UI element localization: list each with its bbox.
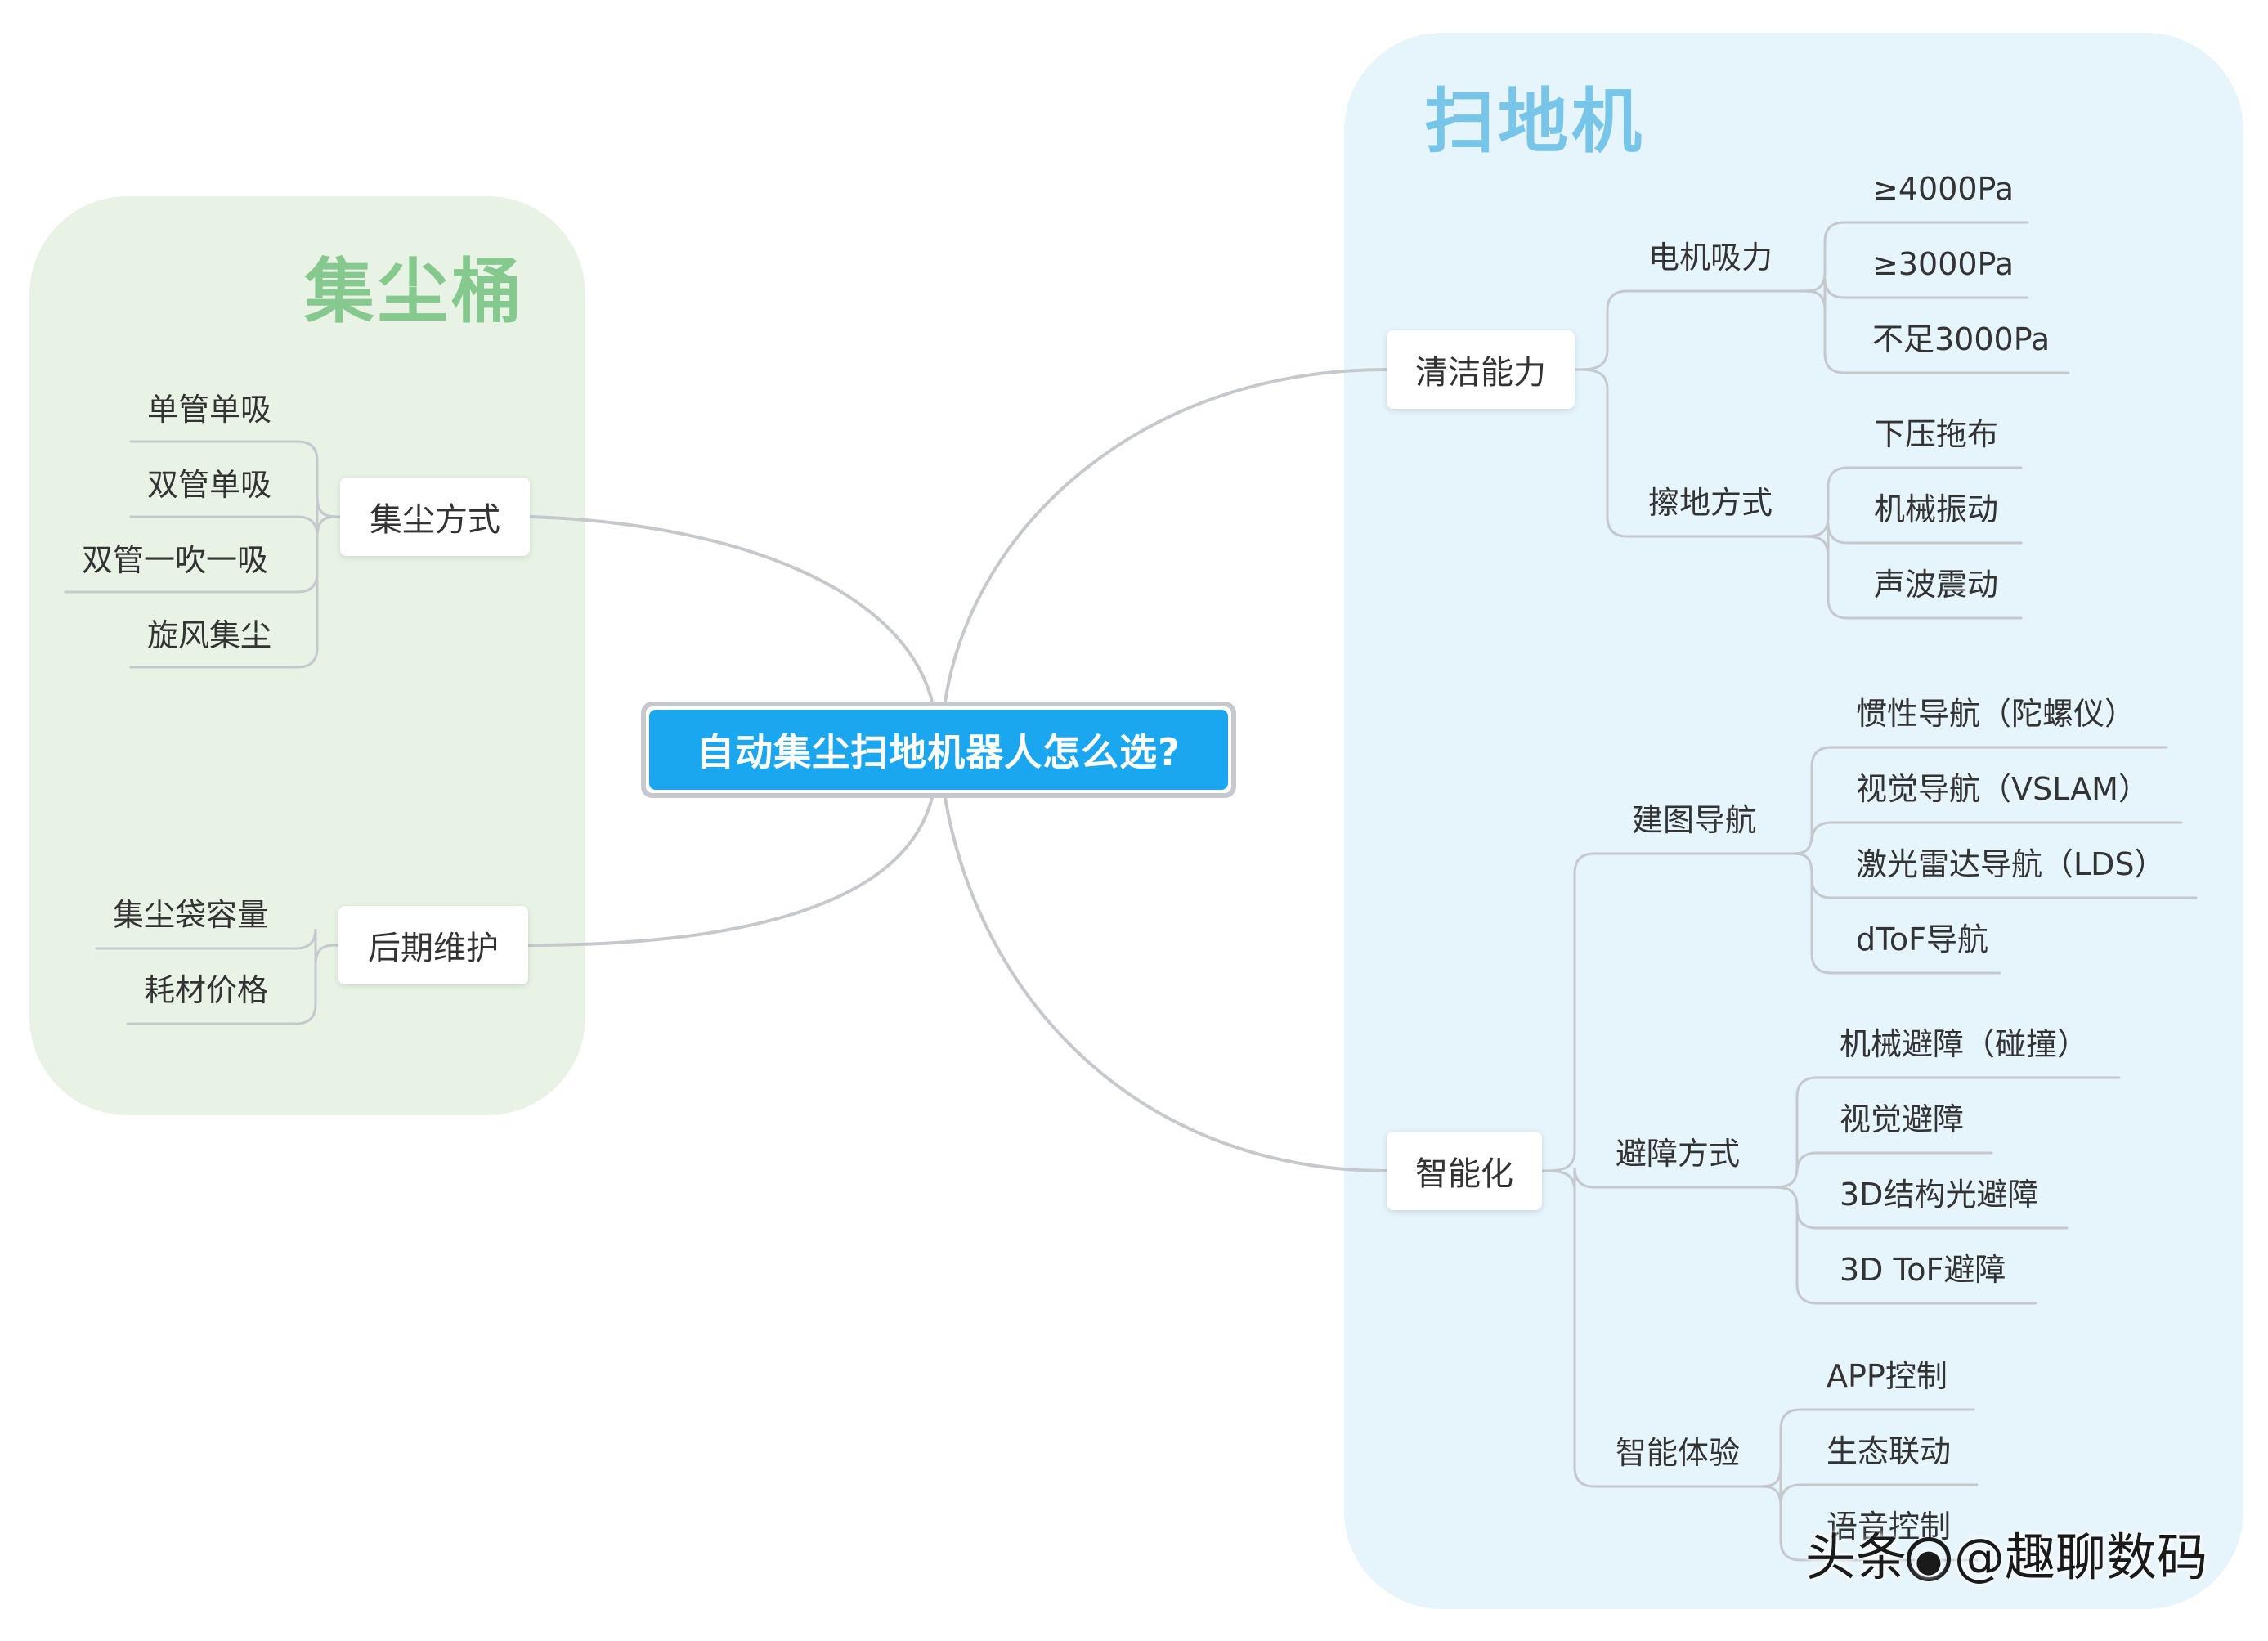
leaf-sonic-vibration[interactable]: 声波震动 <box>1874 567 1999 603</box>
link-motor-leaf-1 <box>1800 277 2029 312</box>
leaf-cyclone-dust[interactable]: 旋风集尘 <box>147 617 272 653</box>
link-mopping-leaf-1 <box>1800 522 2023 557</box>
link-navigation-leaf-1 <box>1789 821 2183 855</box>
branch-cleaning-ability[interactable]: 清洁能力 <box>1387 330 1575 409</box>
link-central-intelligence <box>944 796 1388 1172</box>
leaf-4000pa[interactable]: ≥4000Pa <box>1872 171 2015 207</box>
leaf-tof-avoidance[interactable]: 3D ToF避障 <box>1840 1252 2006 1288</box>
leaf-mechanical-vibration[interactable]: 机械振动 <box>1874 491 1999 527</box>
link-mopping-leaf-0 <box>1800 466 2023 538</box>
link-intelligence-sub-2 <box>1540 1169 1759 1488</box>
leaf-structured-light-avoidance[interactable]: 3D结构光避障 <box>1840 1177 2039 1213</box>
leaf-inertial-navigation[interactable]: 惯性导航（陀螺仪） <box>1856 696 2136 732</box>
sub-motor-suction[interactable]: 电机吸力 <box>1648 240 1773 276</box>
leaf-dual-tube-single-suction[interactable]: 双管单吸 <box>147 467 272 503</box>
link-mopping-leaf-2 <box>1800 535 2023 620</box>
leaf-visual-avoidance[interactable]: 视觉避障 <box>1840 1101 1965 1137</box>
branch-intelligence-label: 智能化 <box>1415 1155 1513 1193</box>
sub-mopping-method[interactable]: 擦地方式 <box>1648 485 1773 521</box>
link-experience-leaf-1 <box>1756 1466 1979 1505</box>
sub-mapping-navigation[interactable]: 建图导航 <box>1632 802 1757 838</box>
branch-dust-method-label: 集尘方式 <box>370 501 500 539</box>
link-experience-leaf-2 <box>1756 1485 1979 1562</box>
link-motor-leaf-0 <box>1800 221 2029 293</box>
sub-smart-experience[interactable]: 智能体验 <box>1616 1435 1741 1471</box>
leaf-ecosystem-linkage[interactable]: 生态联动 <box>1827 1433 1952 1469</box>
watermark-handle: @趣聊数码 <box>1954 1527 2208 1587</box>
leaf-voice-control[interactable]: 语音控制 <box>1827 1509 1952 1545</box>
leaf-app-control[interactable]: APP控制 <box>1827 1358 1948 1394</box>
leaf-visual-navigation[interactable]: 视觉导航（VSLAM） <box>1856 771 2149 807</box>
leaf-dtof-navigation[interactable]: dToF导航 <box>1856 921 1988 957</box>
link-cleaning-sub-1 <box>1573 368 1804 538</box>
leaf-lidar-navigation[interactable]: 激光雷达导航（LDS） <box>1856 846 2166 882</box>
robot-boundary <box>1344 33 2243 1609</box>
link-intelligence-sub-0 <box>1540 852 1792 1172</box>
leaf-consumable-price[interactable]: 耗材价格 <box>144 972 269 1008</box>
leaf-dual-tube-blow-suction[interactable]: 双管一吹一吸 <box>82 542 269 578</box>
leaf-single-tube-single-suction[interactable]: 单管单吸 <box>147 392 272 428</box>
link-dust-method-leaf-3 <box>129 515 342 669</box>
sub-obstacle-avoidance[interactable]: 避障方式 <box>1616 1136 1741 1172</box>
link-avoidance-leaf-3 <box>1769 1186 2037 1305</box>
central-topic-fill <box>649 710 1228 790</box>
link-navigation-leaf-3 <box>1789 852 2001 975</box>
camera-icon: ● <box>1907 1537 1952 1581</box>
branch-cleaning-ability-label: 清洁能力 <box>1415 354 1546 392</box>
leaf-3000pa[interactable]: ≥3000Pa <box>1872 246 2015 282</box>
link-maintenance-leaf-1 <box>126 944 340 1025</box>
link-avoidance-leaf-1 <box>1769 1151 1993 1189</box>
link-central-dust-method <box>528 515 934 703</box>
robot-title: 扫地机 <box>1424 81 1645 163</box>
branch-dust-method[interactable]: 集尘方式 <box>340 478 530 556</box>
leaf-pressed-mop[interactable]: 下压拖布 <box>1874 416 1999 452</box>
branch-maintenance[interactable]: 后期维护 <box>338 906 528 984</box>
link-central-maintenance <box>527 796 934 947</box>
link-cleaning-sub-0 <box>1573 289 1804 371</box>
leaf-under-3000pa[interactable]: 不足3000Pa <box>1872 321 2051 357</box>
link-dust-method-leaf-1 <box>129 496 342 537</box>
watermark: 头条●@趣聊数码 <box>1805 1532 2207 1583</box>
leaf-bag-capacity[interactable]: 集尘袋容量 <box>113 897 269 933</box>
link-maintenance-leaf-0 <box>95 928 340 966</box>
leaf-mechanical-avoidance[interactable]: 机械避障（碰撞） <box>1840 1026 2089 1062</box>
dust-bin-title: 集尘桶 <box>304 251 525 333</box>
central-topic[interactable]: 自动集尘扫地机器人怎么选? <box>641 702 1236 798</box>
central-topic-label: 自动集尘扫地机器人怎么选? <box>697 730 1181 774</box>
branch-maintenance-label: 后期维护 <box>368 930 499 967</box>
branch-intelligence[interactable]: 智能化 <box>1387 1132 1542 1210</box>
watermark-prefix: 头条 <box>1805 1527 1907 1587</box>
link-motor-leaf-2 <box>1800 289 2070 374</box>
link-central-cleaning <box>944 368 1388 703</box>
